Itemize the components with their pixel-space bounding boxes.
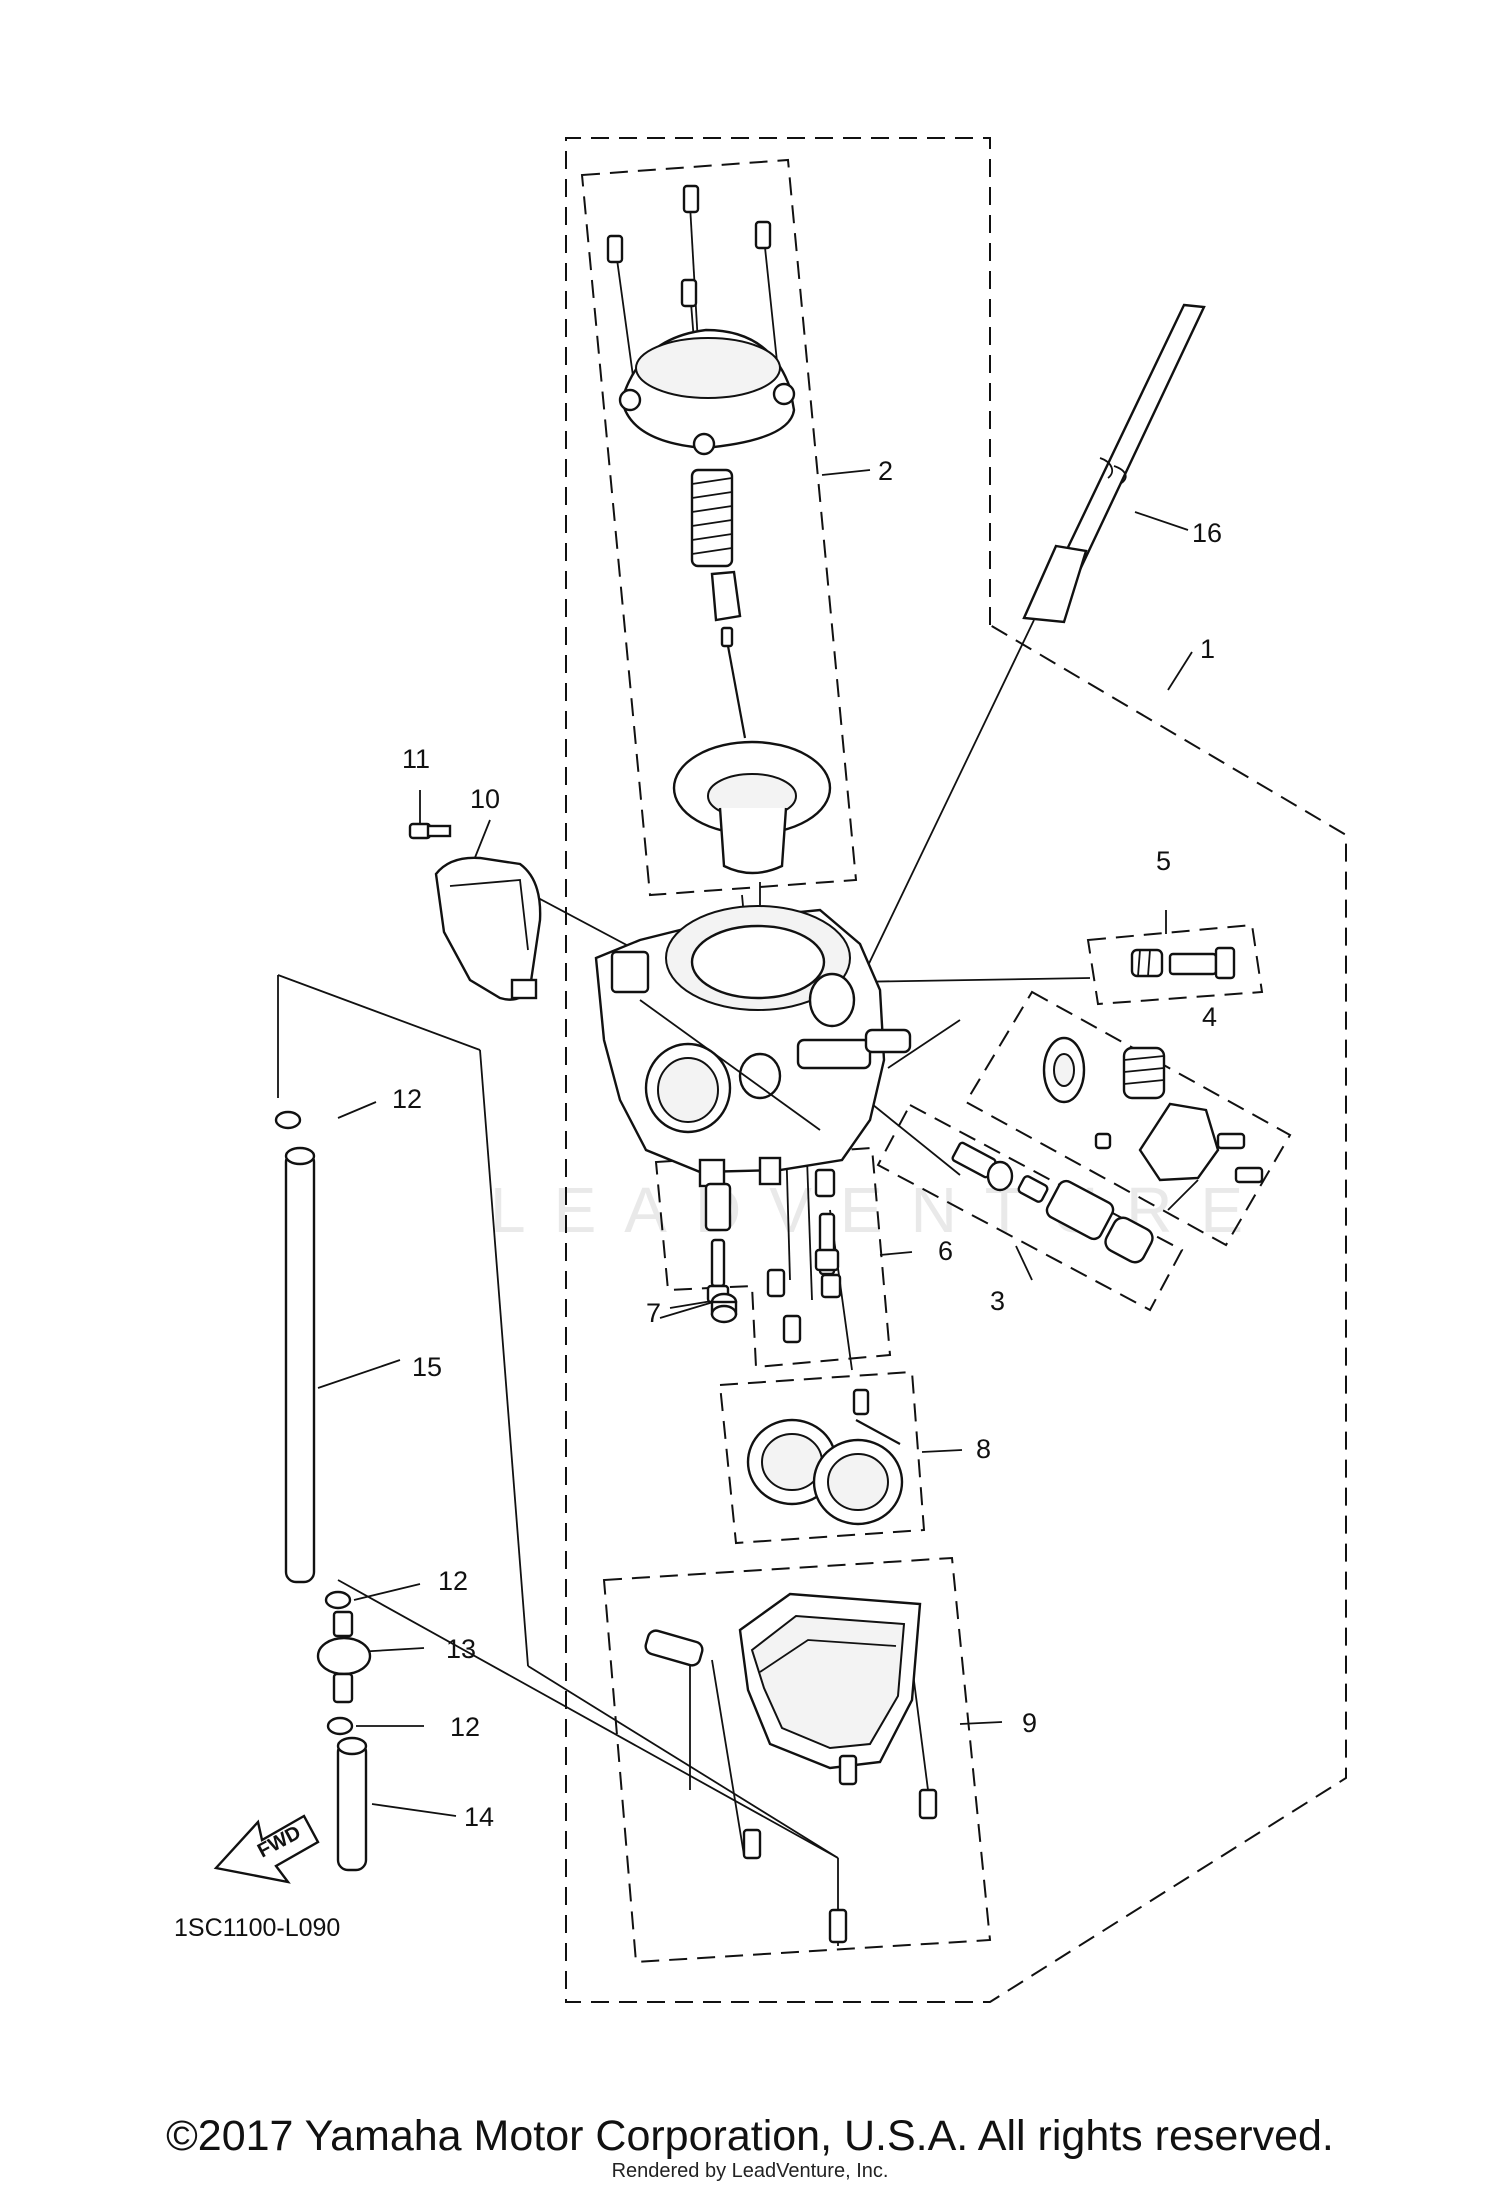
screw-part-11: [408, 822, 452, 840]
callout-labels: 2 16 1 5 4 6 3 7 8 9 10 11 12 15 12 13 1…: [392, 456, 1222, 1832]
callout-4: 4: [1202, 1002, 1217, 1032]
group-5-boundary: [1086, 923, 1264, 1006]
group-2-boundary: [580, 158, 858, 897]
float-bowl-part-9: [644, 1592, 938, 1944]
plug-part-7: [710, 1292, 738, 1324]
carburetor-body-part: [594, 905, 912, 1188]
callout-10: 10: [470, 784, 500, 814]
group-1-boundary: [565, 137, 1347, 2003]
callout-16: 16: [1192, 518, 1222, 548]
throttle-cable-part: [1022, 303, 1206, 624]
callout-7: 7: [646, 1298, 661, 1328]
diagram-code: 1SC1100-L090: [174, 1914, 340, 1942]
callout-2: 2: [878, 456, 893, 486]
rendered-by-notice: Rendered by LeadVenture, Inc.: [611, 2160, 889, 2182]
callout-1: 1: [1200, 634, 1215, 664]
callout-12-top: 12: [392, 1084, 422, 1114]
callout-9: 9: [1022, 1708, 1037, 1738]
starter-plunger-part-3: [951, 1141, 1154, 1264]
callout-13: 13: [446, 1634, 476, 1664]
callout-12-bottom: 12: [450, 1712, 480, 1742]
watermark: LEADVENTURE: [490, 1174, 1271, 1246]
callout-6: 6: [938, 1236, 953, 1266]
callout-15: 15: [412, 1352, 442, 1382]
cover-part-10: [434, 856, 542, 1001]
fwd-arrow-icon: FWD: [213, 1814, 320, 1884]
float-part-8: [746, 1388, 904, 1526]
callout-12-middle: 12: [438, 1566, 468, 1596]
jet-set-part-6: [704, 1168, 842, 1344]
callout-11: 11: [402, 744, 430, 774]
callout-14: 14: [464, 1802, 494, 1832]
group-8-boundary: [718, 1370, 926, 1545]
copyright-notice: ©2017 Yamaha Motor Corporation, U.S.A. A…: [166, 2112, 1334, 2160]
pilot-screw-part-5: [1130, 946, 1236, 980]
hose-assembly: [274, 1110, 372, 1872]
diaphragm-assembly-part: [606, 184, 832, 875]
callout-8: 8: [976, 1434, 991, 1464]
callout-5: 5: [1156, 846, 1171, 876]
callout-3: 3: [990, 1286, 1005, 1316]
group-4-boundary: [964, 990, 1292, 1247]
accelerator-pump-part-4: [1042, 1036, 1264, 1184]
group-9-boundary: [602, 1556, 992, 1964]
